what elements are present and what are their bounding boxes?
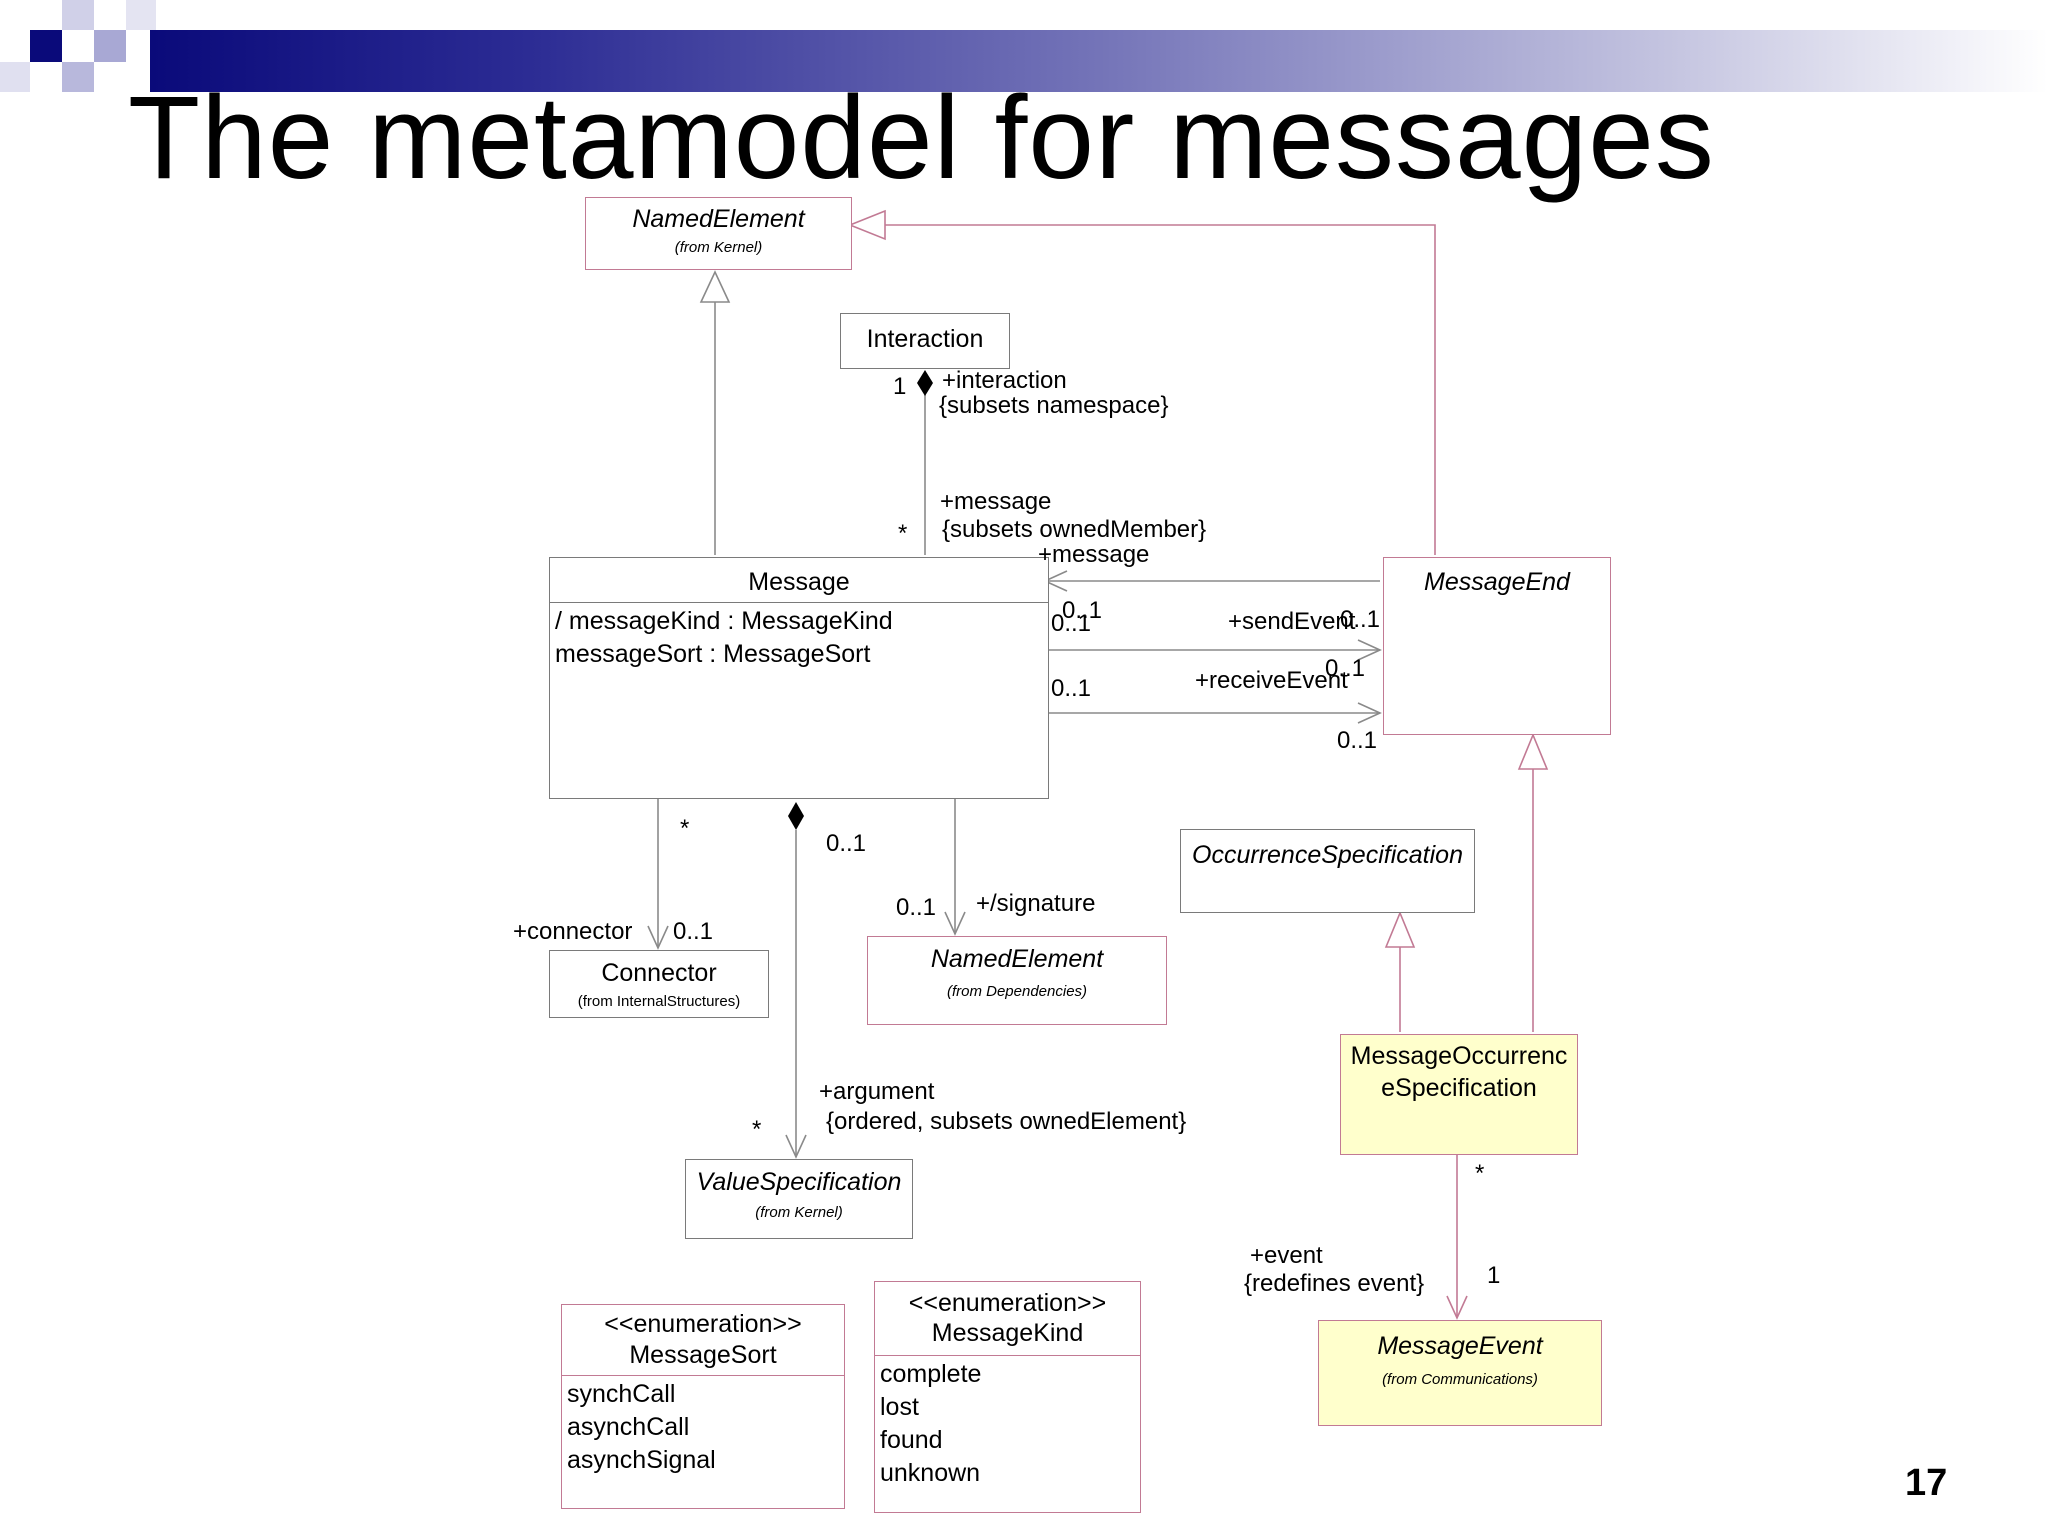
enum-literal: synchCall: [567, 1380, 676, 1408]
class-name-line1: MessageOccurrenc: [1350, 1042, 1568, 1070]
class-name: ValueSpecification: [696, 1168, 902, 1196]
enum-stereotype: <<enumeration>>: [604, 1310, 802, 1338]
enum-message-kind: <<enumeration>> MessageKind complete los…: [874, 1281, 1141, 1513]
generalization-arrowhead: [1517, 732, 1549, 770]
class-attribute: messageSort : MessageSort: [555, 640, 871, 668]
class-package: (from Kernel): [755, 1204, 843, 1221]
role-label: +event: [1250, 1242, 1323, 1269]
constraint-label: {subsets ownedMember}: [942, 516, 1207, 543]
class-separator: [550, 602, 1048, 603]
class-message-end: MessageEnd: [1383, 557, 1611, 735]
generalization-line: [885, 224, 1436, 555]
header-gradient-bar: [150, 30, 2048, 92]
generalization-arrowhead: [847, 209, 886, 241]
role-label: +/signature: [976, 890, 1096, 917]
enum-separator: [875, 1355, 1140, 1356]
enum-name: MessageKind: [931, 1319, 1084, 1347]
role-label: +interaction: [942, 367, 1067, 394]
class-name: Message: [748, 568, 850, 596]
class-name: OccurrenceSpecification: [1192, 841, 1463, 869]
class-package: (from Dependencies): [946, 983, 1088, 1000]
class-name: MessageEnd: [1424, 568, 1570, 596]
constraint-label: {redefines event}: [1244, 1270, 1425, 1297]
enum-literal: complete: [880, 1360, 982, 1388]
role-label: +message: [940, 488, 1052, 515]
role-label: +sendEvent: [1228, 608, 1356, 635]
arrowhead: [647, 925, 669, 950]
header-decor-square: [62, 62, 94, 92]
enum-literal: found: [880, 1426, 943, 1454]
class-package: (from Communications): [1382, 1371, 1538, 1388]
header-decor-square: [126, 0, 156, 30]
constraint-label: {ordered, subsets ownedElement}: [826, 1108, 1187, 1135]
arrowhead: [1357, 702, 1382, 724]
class-name: Connector: [601, 959, 717, 987]
enum-literal: asynchSignal: [567, 1446, 716, 1474]
multiplicity-label: 0..1: [896, 894, 937, 921]
class-package: (from InternalStructures): [577, 993, 741, 1010]
enum-message-sort: <<enumeration>> MessageSort synchCall as…: [561, 1304, 845, 1509]
role-label: +argument: [819, 1078, 935, 1105]
class-value-specification: ValueSpecification (from Kernel): [685, 1159, 913, 1239]
enum-stereotype: <<enumeration>>: [908, 1289, 1107, 1317]
multiplicity-label: 0..1: [1051, 675, 1092, 702]
slide-title: The metamodel for messages: [128, 72, 1715, 204]
multiplicity-label: 0..1: [1337, 727, 1378, 754]
class-name: NamedElement: [632, 205, 805, 233]
generalization-arrowhead: [1384, 910, 1416, 948]
class-named-element-dependencies: NamedElement (from Dependencies): [867, 936, 1167, 1025]
class-message-event: MessageEvent (from Communications): [1318, 1320, 1602, 1426]
multiplicity-label: *: [680, 815, 690, 842]
class-message: Message / messageKind : MessageKind mess…: [549, 557, 1049, 799]
constraint-label: {subsets namespace}: [939, 392, 1169, 419]
enum-literal: lost: [880, 1393, 919, 1421]
role-label: +message: [1038, 541, 1150, 568]
page-number: 17: [1905, 1462, 1948, 1504]
composition-diamond: [788, 802, 804, 830]
multiplicity-label: 0..1: [673, 918, 714, 945]
arrowhead: [944, 911, 966, 936]
role-label: +connector: [513, 918, 633, 945]
enum-separator: [562, 1375, 844, 1376]
class-name: NamedElement: [930, 945, 1104, 973]
enum-literal: unknown: [880, 1459, 981, 1487]
composition-diamond: [917, 370, 933, 396]
class-occurrence-specification: OccurrenceSpecification: [1180, 829, 1475, 913]
class-attribute: / messageKind : MessageKind: [555, 607, 893, 635]
multiplicity-label: 0..1: [1325, 655, 1366, 682]
header-decor-square: [0, 62, 30, 92]
multiplicity-label: *: [898, 520, 908, 547]
header-decor-square: [30, 30, 62, 62]
enum-literal: asynchCall: [567, 1413, 690, 1441]
class-name: MessageEvent: [1377, 1332, 1543, 1360]
generalization-arrowhead: [699, 270, 731, 303]
multiplicity-label: 1: [1487, 1262, 1501, 1289]
role-label: +receiveEvent: [1195, 667, 1348, 694]
multiplicity-label: 0..1: [1062, 597, 1103, 624]
multiplicity-label: 0..1: [1051, 610, 1092, 637]
multiplicity-label: *: [1475, 1160, 1485, 1187]
multiplicity-label: 0..1: [826, 830, 867, 857]
class-name-line2: eSpecification: [1381, 1074, 1537, 1102]
arrowhead: [1446, 1295, 1468, 1320]
class-named-element-kernel: NamedElement (from Kernel): [585, 197, 852, 270]
class-connector: Connector (from InternalStructures): [549, 950, 769, 1018]
multiplicity-label: 1: [893, 373, 907, 400]
class-message-occurrence-specification: MessageOccurrenc eSpecification: [1340, 1034, 1578, 1155]
arrowhead: [1357, 639, 1382, 661]
class-package: (from Kernel): [674, 239, 763, 256]
class-interaction: Interaction: [840, 313, 1010, 369]
header-decor-square: [62, 0, 94, 30]
multiplicity-label: 0..1: [1340, 606, 1381, 633]
enum-name: MessageSort: [629, 1341, 777, 1369]
header-decor-square: [94, 30, 126, 62]
arrowhead: [785, 1134, 807, 1159]
multiplicity-label: *: [752, 1116, 762, 1143]
class-name: Interaction: [866, 325, 984, 353]
